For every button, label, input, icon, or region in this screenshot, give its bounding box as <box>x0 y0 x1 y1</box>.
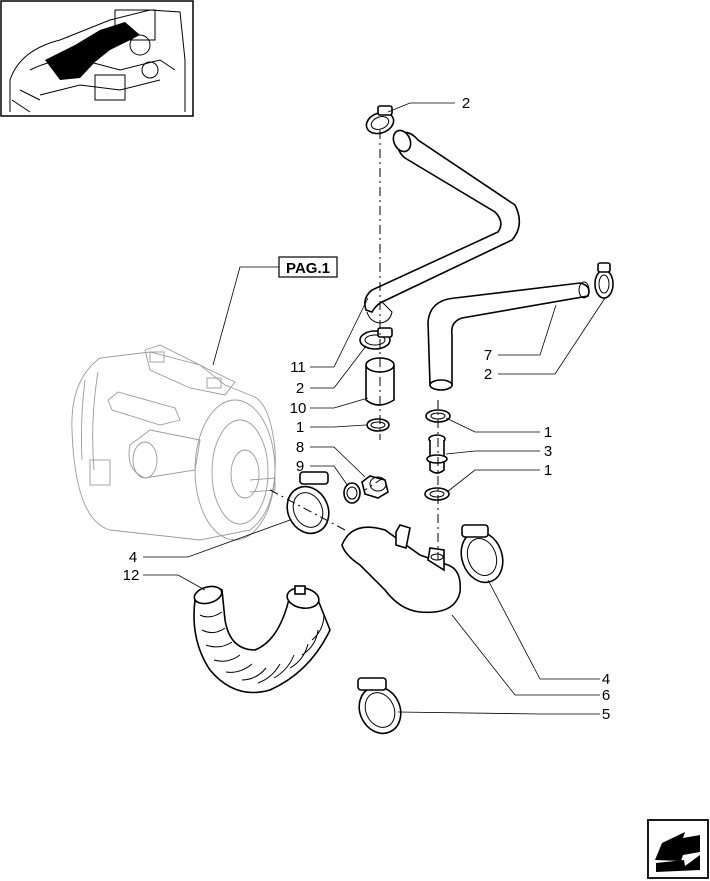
corrugated-hose-12[interactable] <box>192 584 331 694</box>
callout-2-right: 2 <box>484 366 492 383</box>
callout-leaders <box>143 102 606 715</box>
clamp-4-left[interactable] <box>280 471 337 540</box>
callout-4-right: 4 <box>602 671 610 688</box>
elbow-6[interactable] <box>341 524 462 614</box>
clamp-5[interactable] <box>352 677 409 740</box>
hose-7[interactable] <box>427 281 590 391</box>
assembly-axes <box>269 130 439 560</box>
callout-3: 3 <box>544 443 552 460</box>
callout-1-left: 1 <box>296 419 304 436</box>
callout-5: 5 <box>602 706 610 723</box>
clamp-1-right-lower[interactable] <box>424 487 450 501</box>
air-filter-housing-ghost <box>71 344 276 541</box>
callout-6: 6 <box>602 687 610 704</box>
clamp-9[interactable] <box>343 482 361 504</box>
engine-location-thumbnail[interactable] <box>0 0 194 117</box>
callout-9: 9 <box>296 458 304 475</box>
page-reference[interactable]: PAG.1 <box>212 256 338 366</box>
clamp-1-left[interactable] <box>366 418 390 432</box>
clamp-2-right[interactable] <box>594 262 614 299</box>
next-page-arrow-icon[interactable] <box>647 819 709 879</box>
callout-10: 10 <box>290 400 307 417</box>
page-reference-label: PAG.1 <box>286 260 330 277</box>
callout-1-right-b: 1 <box>544 462 552 479</box>
callout-7: 7 <box>484 347 492 364</box>
callout-numbers: 2 11 2 10 1 8 9 4 12 7 2 1 3 1 4 6 5 <box>123 95 611 723</box>
callout-12: 12 <box>123 567 140 584</box>
clamp-4-right[interactable] <box>454 524 509 588</box>
callout-11: 11 <box>290 359 306 376</box>
callout-2-mid: 2 <box>296 380 304 397</box>
reducer-8[interactable] <box>361 475 389 499</box>
callout-2-top: 2 <box>462 95 470 112</box>
fitting-3[interactable] <box>426 434 448 474</box>
callout-8: 8 <box>296 439 304 456</box>
clamp-2-mid[interactable] <box>359 327 393 350</box>
callout-1-right-a: 1 <box>544 424 552 441</box>
callout-4-left: 4 <box>129 549 137 566</box>
